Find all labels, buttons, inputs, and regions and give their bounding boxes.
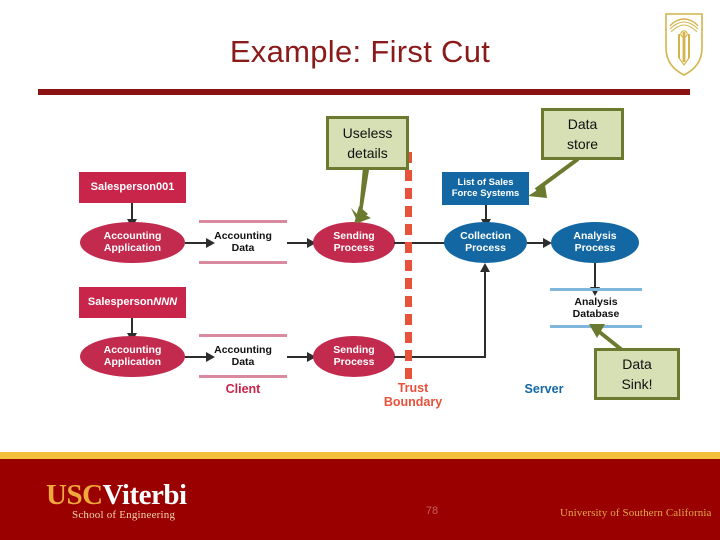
- university-label: University of Southern California: [560, 507, 712, 519]
- node-sending-process-bottom: Sending Process: [313, 336, 395, 377]
- edge-data-to-sending-top: [287, 242, 310, 244]
- zone-label-client: Client: [225, 382, 261, 396]
- trust-boundary-line: [405, 152, 412, 380]
- node-accounting-application-top: Accounting Application: [80, 222, 185, 263]
- usc-viterbi-wordmark: USCViterbi: [46, 479, 187, 512]
- node-list-of-sales-force-systems: List of Sales Force Systems: [442, 172, 529, 205]
- edge-collection-to-analysis: [527, 242, 545, 244]
- arrowhead-right: [307, 352, 316, 362]
- school-of-engineering-label: School of Engineering: [72, 509, 176, 521]
- node-accounting-data-top: Accounting Data: [199, 220, 287, 264]
- usc-wordmark-usc: USC: [46, 479, 103, 511]
- dfd-diagram: Salesperson001 Accounting Application Ac…: [79, 108, 680, 410]
- edge-list-to-collection: [485, 205, 487, 221]
- page-number: 78: [425, 505, 439, 517]
- footer-gold-bar: [0, 452, 720, 459]
- zone-label-server: Server: [524, 382, 564, 396]
- node-analysis-process: Analysis Process: [551, 222, 639, 263]
- arrowhead-right: [206, 352, 215, 362]
- edge-data-to-sending-bottom: [287, 356, 310, 358]
- edge-sending-bottom-to-collection-h: [394, 356, 486, 358]
- edge-salespersonnnn-to-app: [131, 318, 133, 335]
- zone-label-trust-boundary: Trust Boundary: [383, 381, 443, 410]
- usc-shield-crest-icon: [665, 13, 703, 76]
- arrowhead-down: [590, 287, 600, 296]
- usc-wordmark-viterbi: Viterbi: [102, 479, 188, 511]
- arrowhead-right: [307, 238, 316, 248]
- node-sending-process-top: Sending Process: [313, 222, 395, 263]
- node-accounting-application-bottom: Accounting Application: [80, 336, 185, 377]
- edge-app-to-data-bottom: [185, 356, 208, 358]
- footer: [0, 459, 720, 540]
- edge-salesperson001-to-app: [131, 203, 133, 221]
- node-salespersonnnn: SalespersonNNN: [79, 287, 186, 318]
- annotation-data-store: Data store: [541, 108, 624, 160]
- edge-analysis-to-database: [594, 263, 596, 289]
- edge-sending-bottom-to-collection-v: [484, 272, 486, 357]
- arrowhead-right: [543, 238, 552, 248]
- annotation-useless-details: Useless details: [326, 116, 409, 170]
- edge-sending-to-collection: [394, 242, 452, 244]
- title-divider: [38, 89, 690, 95]
- node-salesperson001: Salesperson001: [79, 172, 186, 203]
- arrowhead-up: [480, 263, 490, 272]
- annotation-data-sink: Data Sink!: [594, 348, 680, 400]
- annotation-leaders: [351, 157, 624, 352]
- node-collection-process: Collection Process: [444, 222, 527, 263]
- node-accounting-data-bottom: Accounting Data: [199, 334, 287, 378]
- page-title: Example: First Cut: [229, 34, 491, 69]
- edge-app-to-data-top: [185, 242, 208, 244]
- arrowhead-right: [206, 238, 215, 248]
